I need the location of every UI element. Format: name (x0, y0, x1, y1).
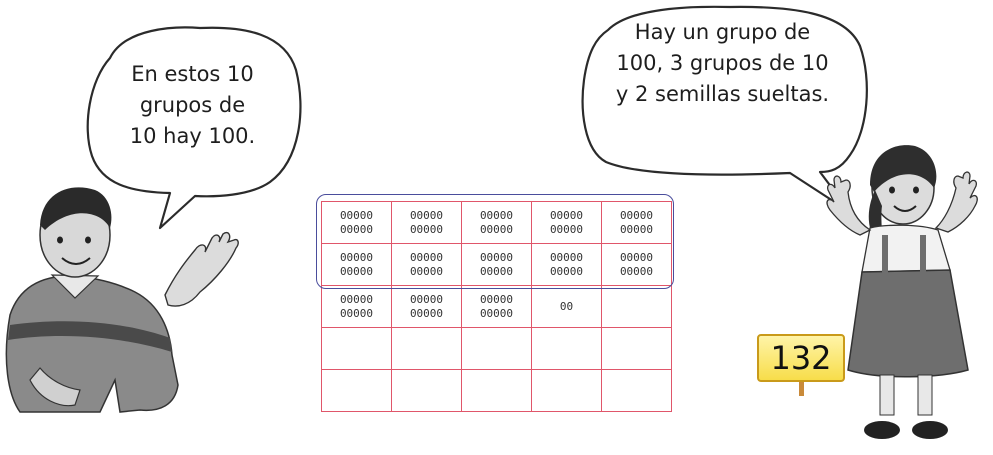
grid-cell (601, 369, 672, 412)
grid-cell (531, 369, 602, 412)
grid-cell: 00000 00000 (461, 201, 532, 244)
grid-cell: 00000 00000 (531, 243, 602, 286)
grid-cell: 00000 00000 (321, 201, 392, 244)
grid-cell: 00000 00000 (601, 243, 672, 286)
grid-cell (531, 327, 602, 370)
grid-row (321, 369, 672, 412)
grid-cell: 00000 00000 (391, 243, 462, 286)
speech-text-left: En estos 10 grupos de 10 hay 100. (129, 62, 256, 148)
grid-cell (391, 327, 462, 370)
grid-cell: 00 (531, 285, 602, 328)
grid-cell (321, 369, 392, 412)
grid-cell (391, 369, 462, 412)
grid-cell (461, 369, 532, 412)
boy-character (5, 187, 239, 413)
grid-cell: 00000 00000 (321, 285, 392, 328)
grid-cell (601, 327, 672, 370)
girl-character (826, 145, 978, 439)
number-sign: 132 (757, 334, 845, 382)
grid-cell (461, 327, 532, 370)
grid-cell: 00000 00000 (391, 285, 462, 328)
grid-cell: 00000 00000 (391, 201, 462, 244)
grid-cell: 00000 00000 (601, 201, 672, 244)
grid-cell (321, 327, 392, 370)
grid-cell: 00000 00000 (321, 243, 392, 286)
grid-row (321, 327, 672, 370)
number-sign-stick (799, 382, 804, 396)
speech-text-right: Hay un grupo de 100, 3 grupos de 10 y 2 … (615, 20, 830, 106)
grid-cell: 00000 00000 (461, 285, 532, 328)
grid-cell: 00000 00000 (461, 243, 532, 286)
grid-cell (601, 285, 672, 328)
grid-cell: 00000 00000 (531, 201, 602, 244)
